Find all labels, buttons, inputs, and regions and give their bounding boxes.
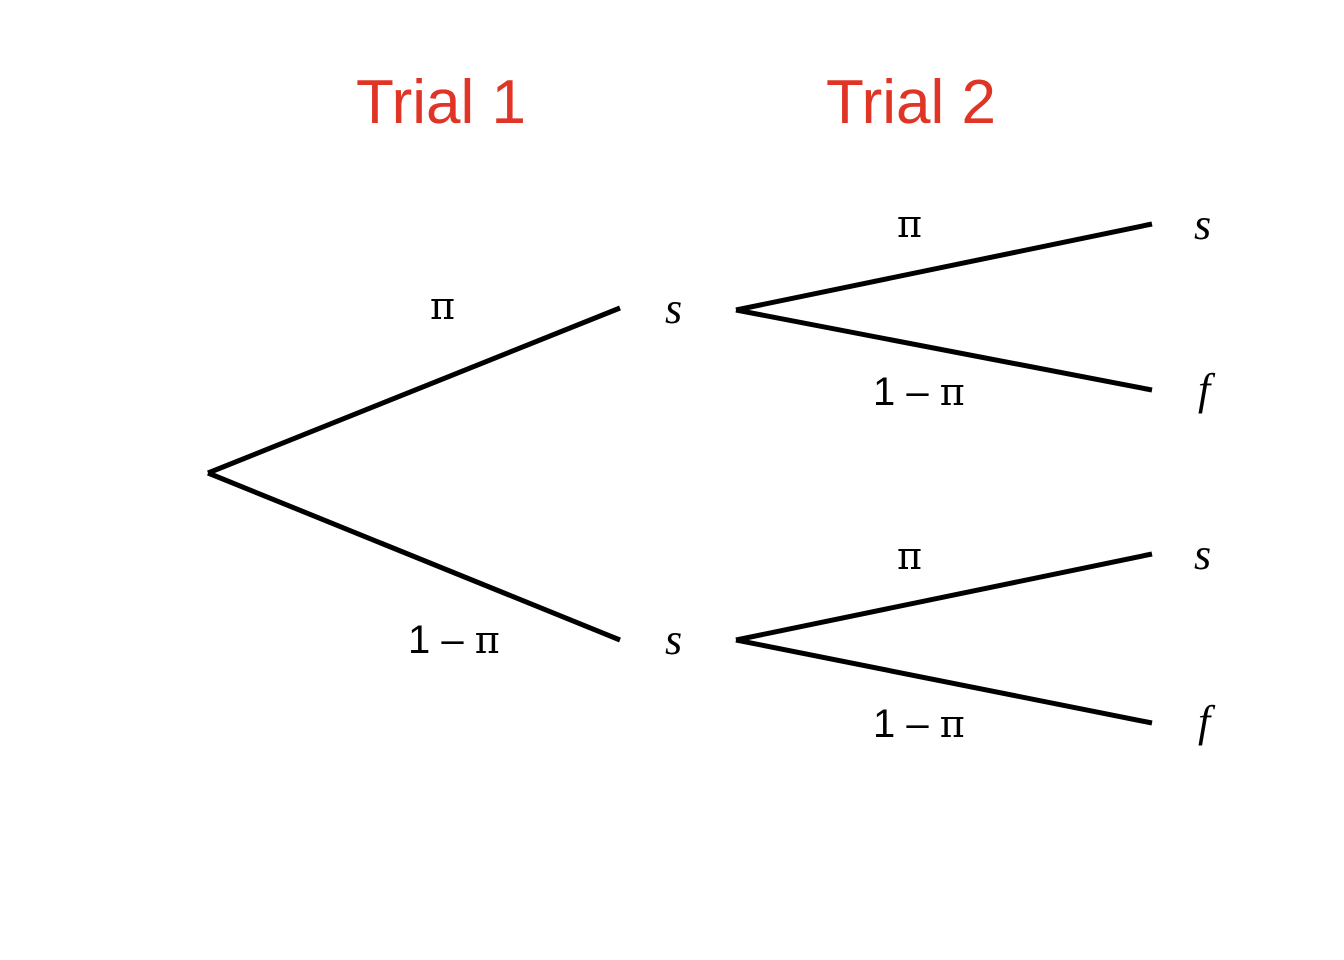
branch-trial2-upper-failure [735,307,1153,393]
edge-label-trial2-upper-bottom: 1 – π [873,372,965,412]
branch-trial1-lower [207,470,621,643]
edge-label-trial1-lower: 1 – π [408,620,500,660]
edge-label-trial1-lower-prefix: 1 – [408,618,475,662]
node-trial1-lower-outcome: s [665,615,683,664]
edge-label-trial2-lower-bottom-pi: π [939,702,965,746]
edge-label-trial2-upper-top-pi: π [897,202,922,246]
branch-trial2-upper-success [735,221,1153,313]
branch-trial2-lower-failure [735,637,1153,726]
heading-trial-2: Trial 2 [826,68,996,137]
edge-label-trial1-lower-pi: π [474,618,500,662]
node-terminal-2: f [1198,365,1211,414]
branch-trial2-lower-success [735,551,1153,643]
branch-trial1-upper [207,305,621,476]
node-terminal-4: f [1198,697,1211,746]
edge-label-trial2-upper-bottom-prefix: 1 – [873,370,940,414]
edge-label-trial2-upper-bottom-pi: π [939,370,965,414]
node-terminal-1: s [1194,200,1212,249]
node-terminal-3: s [1194,530,1212,579]
edge-label-trial1-upper-pi: π [430,284,455,328]
heading-trial-1: Trial 1 [356,68,526,137]
edge-label-trial2-lower-bottom-prefix: 1 – [873,702,940,746]
node-trial1-upper-outcome: s [665,284,683,333]
edge-label-trial2-lower-top-pi: π [897,534,922,578]
edge-label-trial2-lower-bottom: 1 – π [873,704,965,744]
